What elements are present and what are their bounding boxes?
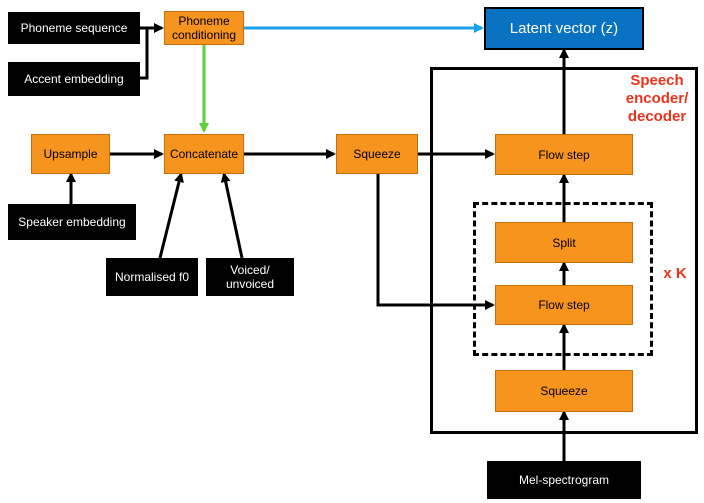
accent-embedding-input: Accent embedding <box>8 62 140 96</box>
arrow-voiced-to-concatenate <box>220 172 244 259</box>
squeeze-block-bottom: Squeeze <box>495 370 633 412</box>
upsample-block: Upsample <box>31 134 110 174</box>
speech-encoder-decoder-frame <box>430 67 698 434</box>
repeat-k-label: x K <box>663 265 687 282</box>
flow-step-block-inner: Flow step <box>495 285 633 325</box>
squeeze-block-top: Squeeze <box>336 134 418 174</box>
voiced-unvoiced-input: Voiced/ unvoiced <box>206 258 294 296</box>
mel-spectrogram-input: Mel-spectrogram <box>487 461 641 499</box>
arrow-squeeze-to-inner-flowstep <box>376 174 495 310</box>
phoneme-conditioning-block: Phoneme conditioning <box>164 11 244 45</box>
speaker-embedding-input: Speaker embedding <box>8 204 136 240</box>
split-block: Split <box>495 222 633 263</box>
speech-encoder-decoder-label: Speech encoder/ decoder <box>625 72 689 125</box>
latent-vector-output: Latent vector (z) <box>484 7 644 50</box>
repeat-k-frame <box>473 202 653 356</box>
arrow-accent-to-conditioning <box>140 28 149 80</box>
phoneme-sequence-input: Phoneme sequence <box>8 12 140 44</box>
flow-step-block-top: Flow step <box>495 134 633 175</box>
concatenate-block: Concatenate <box>164 134 244 174</box>
arrow-f0-to-concatenate <box>158 172 184 259</box>
normalised-f0-input: Normalised f0 <box>106 258 198 296</box>
